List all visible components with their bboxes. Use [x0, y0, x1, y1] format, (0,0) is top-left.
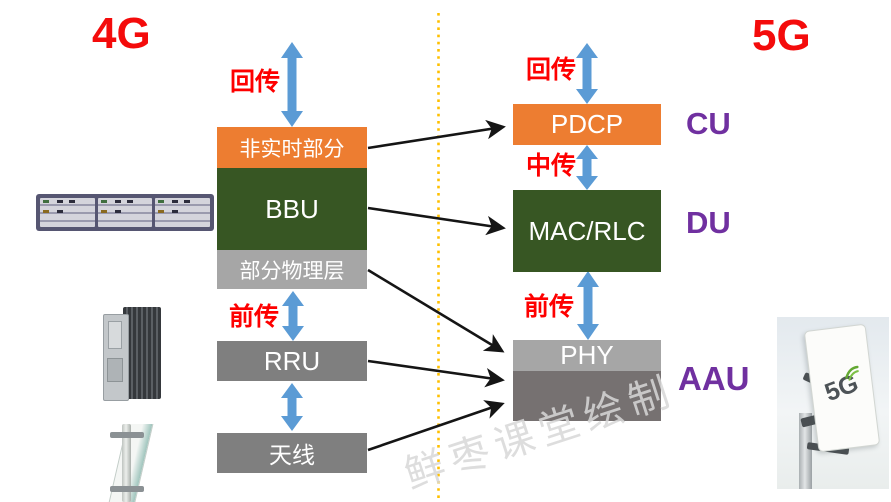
bbu-card-slot: [40, 198, 95, 227]
map-arrow-partialphy-to-phy: [367, 268, 505, 353]
antenna-clamp: [110, 432, 144, 438]
aau-panel: 5G: [803, 323, 881, 453]
map-arrow-antenna-to-aau: [367, 400, 505, 452]
box-phy: PHY: [513, 340, 661, 371]
left-fronthaul-label: 前传: [229, 303, 280, 331]
rru-antenna-arrow: [281, 383, 303, 431]
backhaul-arrow-right: [576, 43, 598, 104]
aau-mast: [799, 413, 812, 489]
label-aau: AAU: [678, 360, 750, 397]
box-partial-phy: 部分物理层: [217, 250, 367, 289]
antenna-clamp: [110, 486, 144, 492]
aau-logo-wave-icon: [845, 365, 860, 381]
aau-5g-logo: 5G: [821, 365, 862, 407]
title-4g: 4G: [92, 9, 151, 58]
map-arrow-nonrealtime-to-pdcp: [367, 119, 506, 150]
box-non-realtime: 非实时部分: [217, 127, 367, 168]
midhaul-arrow-right: [576, 145, 598, 190]
rru-front-panel: [103, 314, 129, 401]
title-5g: 5G: [752, 11, 811, 60]
left-backhaul-label: 回传: [230, 68, 281, 96]
box-bbu: BBU: [217, 168, 367, 250]
map-arrow-bbu-to-macrlc: [367, 206, 506, 236]
antenna-pole: [122, 424, 131, 502]
aau-5g-photo: 5G: [777, 317, 889, 489]
fronthaul-arrow-right: [577, 271, 599, 340]
right-midhaul-label: 中传: [526, 152, 577, 180]
antenna-4g-photo: [96, 424, 162, 502]
right-fronthaul-label: 前传: [524, 293, 575, 321]
bbu-equipment-photo: [36, 194, 214, 231]
rru-heatsink: [123, 307, 161, 399]
box-mac-rlc: MAC/RLC: [513, 190, 661, 272]
label-cu: CU: [686, 106, 731, 141]
backhaul-arrow-left: [281, 42, 303, 127]
box-antenna: 天线: [217, 433, 367, 473]
box-aau-body: [513, 371, 661, 421]
box-rru: RRU: [217, 341, 367, 381]
bbu-card-slot: [155, 198, 211, 227]
map-arrow-rru-to-aau: [367, 359, 505, 388]
bbu-card-slot: [97, 198, 153, 227]
label-du: DU: [686, 205, 731, 240]
rru-equipment-photo: [103, 307, 161, 406]
box-pdcp: PDCP: [513, 104, 661, 145]
fronthaul-arrow-left: [282, 291, 304, 341]
right-backhaul-label: 回传: [526, 56, 577, 84]
